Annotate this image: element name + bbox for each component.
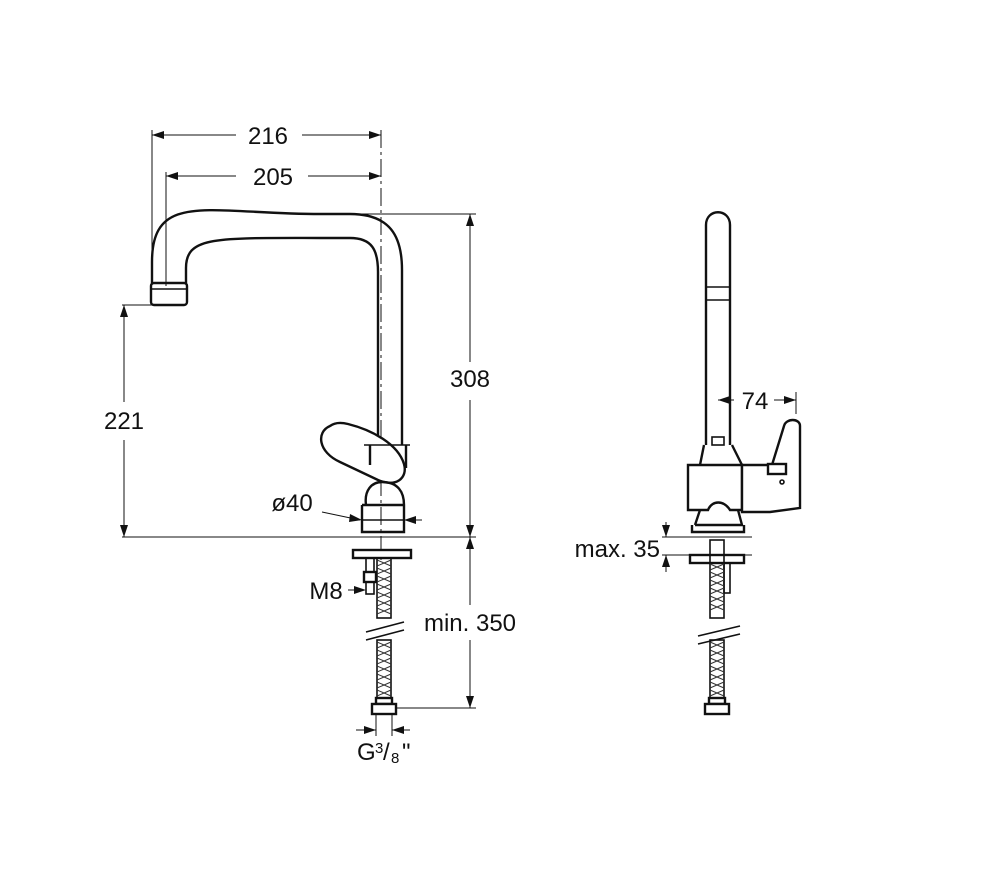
faucet-body: [360, 445, 408, 534]
hose-nut: [370, 702, 398, 716]
side-hose-nut: [703, 702, 731, 716]
dim-308-label: 308: [450, 366, 490, 393]
dim-diameter-arrow-right: [404, 516, 416, 524]
dim-216-label: 216: [248, 123, 288, 150]
side-hose-break-top: [697, 625, 741, 637]
side-hose-break-bottom: [697, 633, 741, 645]
spout-tube: [150, 209, 404, 445]
dim-74-label: 74: [742, 388, 769, 415]
hose-break-top: [365, 621, 405, 633]
dim-221-arrow-top: [120, 305, 128, 317]
side-body-upper: [698, 444, 744, 466]
dim-205-label: 205: [253, 164, 293, 191]
side-base: [690, 509, 746, 534]
dim-g38-end: ": [402, 739, 411, 766]
dim-g38-arrow-right: [392, 726, 404, 734]
dim-216-arrow-left: [152, 131, 164, 139]
side-lever-screw: [779, 479, 785, 485]
dim-m8-label: M8: [309, 578, 342, 605]
side-lever-badge: [766, 462, 788, 476]
dim-350-arrow-top: [466, 537, 474, 549]
side-spout-tube: [704, 211, 732, 445]
dim-221-label: 221: [104, 408, 144, 435]
side-mounting-flange: [688, 553, 746, 565]
dim-g38-slash: /: [383, 739, 390, 766]
side-spout-marker: [711, 436, 725, 446]
dim-205-arrow-left: [166, 172, 178, 180]
dim-35-label: max. 35: [575, 536, 660, 563]
front-view: 216 205 308 221 ø40 M8: [104, 123, 516, 767]
dim-74-arrow-right: [784, 396, 796, 404]
mounting-flange: [351, 548, 413, 560]
dim-350-label: min. 350: [424, 610, 516, 637]
dim-221-arrow-bottom: [120, 525, 128, 537]
dim-diameter-label: ø40: [271, 490, 312, 517]
hose-break-bottom: [365, 629, 405, 641]
spout-tip: [149, 281, 189, 307]
flexible-hose: [365, 557, 405, 701]
dim-g38-sub: 8: [391, 750, 399, 767]
dim-g38-label: G: [357, 739, 376, 766]
side-view: 74 max. 35: [575, 211, 802, 716]
dim-diameter-arrow-left: [349, 514, 362, 522]
dim-216-arrow-right: [369, 131, 381, 139]
dim-m8-arrow: [354, 586, 366, 594]
dim-g38-sup: 3: [375, 740, 383, 757]
side-body: [686, 463, 744, 512]
dim-35-arrow-bottom: [662, 555, 670, 567]
dim-308-arrow-top: [466, 214, 474, 226]
dim-g38-arrow-left: [364, 726, 376, 734]
dim-308-arrow-bottom: [466, 525, 474, 537]
dim-35-arrow-top: [662, 525, 670, 537]
dim-205-arrow-right: [369, 172, 381, 180]
lever-handle: [320, 421, 406, 485]
dim-74-arrow-left: [718, 396, 730, 404]
rod-nut: [362, 570, 378, 584]
dim-350-arrow-bottom: [466, 696, 474, 708]
